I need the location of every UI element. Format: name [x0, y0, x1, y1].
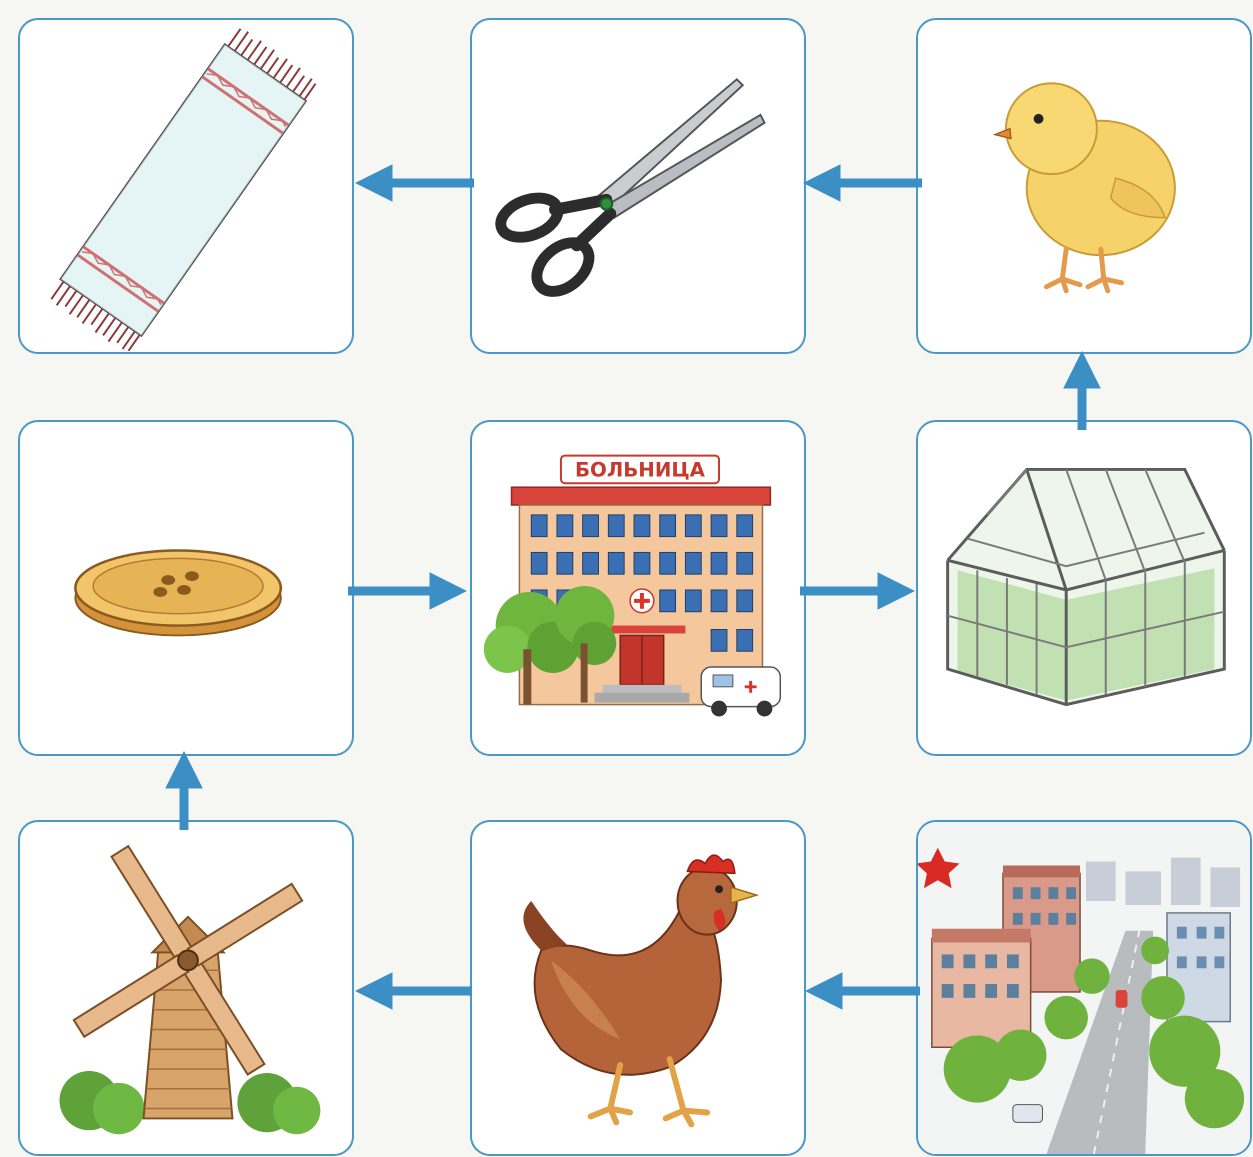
- card-towel: [18, 18, 354, 354]
- greenhouse-icon: [946, 467, 1226, 707]
- card-hospital: БОЛЬНИЦА: [470, 420, 806, 756]
- card-button: [18, 420, 354, 756]
- city-street-icon: [918, 822, 1250, 1154]
- hospital-sign: БОЛЬНИЦА: [575, 458, 706, 481]
- towel-icon: [50, 28, 317, 352]
- card-chick: [916, 18, 1252, 354]
- hospital-icon: БОЛЬНИЦА: [483, 454, 782, 717]
- card-windmill: [18, 820, 354, 1156]
- sewing-button-icon: [74, 549, 283, 637]
- hen-icon: [523, 854, 760, 1128]
- card-city: [916, 820, 1252, 1156]
- card-hen: [470, 820, 806, 1156]
- windmill-icon: [59, 844, 321, 1135]
- scissors-icon: [495, 77, 766, 297]
- card-greenhouse: [916, 420, 1252, 756]
- chick-icon: [992, 82, 1176, 294]
- card-scissors: [470, 18, 806, 354]
